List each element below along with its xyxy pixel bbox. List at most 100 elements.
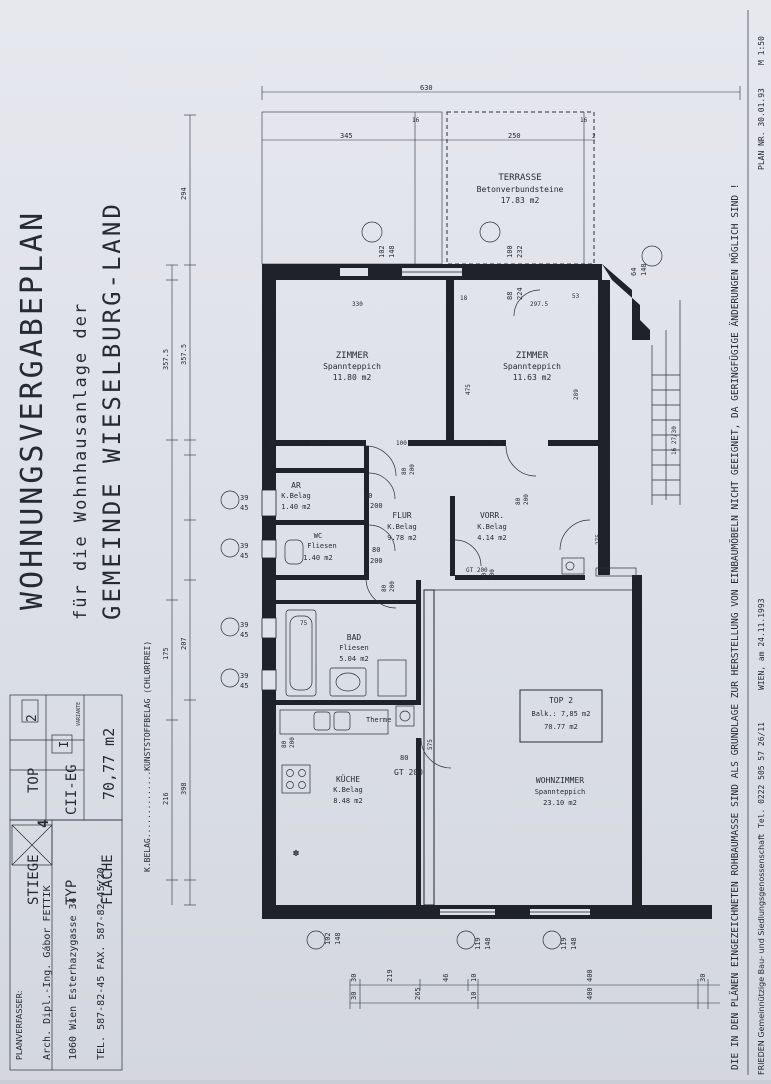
dim-64: 64 [630, 268, 638, 276]
footer: DIE IN DEN PLÄNEN EINGEZEICHNETEN ROHBAU… [730, 10, 766, 1075]
stairs: 16 27/30 [652, 330, 680, 500]
heading: WOHNUNGSVERGABEPLAN für die Wohnhausanla… [15, 201, 126, 620]
dim-80-f: 80 [381, 584, 388, 592]
dim-39-c: 39 [240, 621, 248, 629]
dim-475: 475 [465, 384, 472, 395]
room-labels: ZIMMER Spannteppich 11.80 m2 ZIMMER Span… [281, 351, 603, 807]
dim-275: 275 [490, 440, 501, 447]
plan-title: WOHNUNGSVERGABEPLAN [15, 210, 50, 610]
zimmer2-area: 11.63 m2 [513, 373, 552, 382]
dim-stairs: 16 27/30 [671, 426, 678, 455]
dim-18: 18 [460, 295, 468, 302]
tel: Tel. 0222 505 57 26/11 [757, 722, 766, 828]
dim-224: 224 [516, 287, 524, 300]
dim-30-a: 30 [350, 974, 358, 982]
terrasse-area: 17.83 m2 [501, 196, 540, 205]
bad-name: BAD [347, 633, 362, 642]
dim-100: 100 [506, 245, 514, 258]
dim-39-d: 39 [240, 672, 248, 680]
dim-39-a: 39 [240, 494, 248, 502]
stiege-label: STIEGE [26, 854, 42, 905]
dim-39-b: 39 [240, 542, 248, 550]
top-label: TOP [26, 768, 42, 793]
zimmer2-name: ZIMMER [516, 351, 549, 361]
dim-10-b: 10 [470, 992, 478, 1000]
wc-name: WC [314, 532, 322, 540]
bad-area: 5.04 m2 [339, 655, 369, 663]
dim-80-b: 80 [372, 546, 380, 554]
dim-45-c: 45 [240, 631, 248, 639]
typ-value: CII-EG [64, 764, 80, 815]
dim-119-b: 119 [560, 937, 568, 950]
dim-80-g: 80 [481, 572, 488, 580]
plan-nr: PLAN NR. 30.01.93 [757, 88, 766, 170]
dim-216: 216 [162, 792, 170, 805]
planner-block: PLANVERFASSER: Arch. Dipl.-Ing. Gábor FE… [15, 867, 107, 1060]
kueche-name: KÜCHE [336, 774, 360, 784]
variant-label: VARIANTE [76, 702, 82, 726]
municipality: GEMEINDE WIESELBURG-LAND [98, 201, 126, 620]
stiege-value: 4 [36, 820, 52, 828]
dim-219: 219 [386, 969, 394, 982]
dim-207: 207 [180, 637, 188, 650]
wohnzimmer-floor: Spannteppich [535, 788, 586, 796]
dim-200-d: 200 [409, 464, 416, 475]
dim-10: 10 [470, 974, 478, 982]
wohnzimmer-area: 23.10 m2 [543, 799, 577, 807]
dim-102-a: 102 [378, 245, 386, 258]
bottom-dimensions: 30 219 46 10 400 30 30 265 10 400 [349, 969, 720, 1009]
snowflake-icon: ✽ [293, 848, 299, 859]
dim-400: 400 [586, 969, 594, 982]
gt-label-2: GT 200 [466, 567, 488, 574]
dim-80-c: 80 [400, 754, 408, 762]
planner-label: PLANVERFASSER: [15, 990, 24, 1060]
dim-45-d: 45 [240, 682, 248, 690]
zimmer1-floor: Spannteppich [323, 362, 381, 371]
top-box-total: 70.77 m2 [544, 723, 578, 731]
ar-area: 1.40 m2 [281, 503, 311, 511]
title-block: STIEGE 4 TOP 2 TYP CII-EG I VARIANTE FLÄ… [9, 641, 152, 1071]
dim-289: 289 [573, 389, 580, 400]
disclaimer: DIE IN DEN PLÄNEN EINGEZEICHNETEN ROHBAU… [730, 183, 741, 1070]
dim-250: 250 [508, 132, 521, 140]
plan-subtitle: für die Wohnhausanlage der [71, 302, 91, 620]
dim-16-a: 16 [412, 117, 420, 124]
vorr-area: 4.14 m2 [477, 534, 507, 542]
dim-200-b: 200 [370, 557, 383, 565]
ar-floor: K.Belag [281, 492, 311, 500]
dim-30-c: 30 [350, 992, 358, 1000]
flur-area: 9.78 m2 [387, 534, 417, 542]
dim-330: 330 [352, 301, 363, 308]
wc-area: 1.40 m2 [303, 554, 333, 562]
dim-200-a: 200 [370, 502, 383, 510]
dim-200-f: 200 [389, 581, 396, 592]
dim-102-b: 102 [324, 932, 332, 945]
dim-200-e: 200 [523, 494, 530, 505]
bad-floor: Fliesen [339, 644, 369, 652]
dim-88: 88 [506, 292, 514, 300]
dim-630: 630 [420, 84, 433, 92]
dim-265: 265 [414, 987, 422, 1000]
therme-label: Therme [366, 716, 391, 724]
dim-100-b: 100 [396, 440, 407, 447]
dim-200-g: 200 [489, 569, 496, 580]
dim-148-a: 148 [388, 245, 396, 258]
top-box-balk: Balk.: 7,85 m2 [531, 710, 590, 718]
flaeche-value: 70,77 m2 [100, 728, 118, 800]
dim-53: 53 [572, 293, 580, 300]
dim-148-e: 148 [640, 263, 648, 276]
dim-80-d: 80 [401, 467, 408, 475]
dim-357-b: 357.5 [162, 349, 170, 370]
dim-148-d: 148 [570, 937, 578, 950]
wien-date: WIEN, am 24.11.1993 [757, 598, 766, 690]
dim-80-h: 80 [281, 740, 288, 748]
dim-200-h: 200 [289, 737, 296, 748]
dim-140: 140 [310, 440, 321, 447]
terrace: TERRASSE Betonverbundsteine 17.83 m2 102… [261, 111, 663, 300]
interior-dimensions: 330 297.5 53 18 140 100 275 30 475 289 5… [268, 293, 602, 762]
planner-phone: TEL. 587-82-45 FAX. 587-82-45/20 [96, 867, 107, 1060]
wohnzimmer-name: WOHNZIMMER [536, 776, 584, 785]
flaeche-label: FLÄCHE [98, 854, 116, 905]
